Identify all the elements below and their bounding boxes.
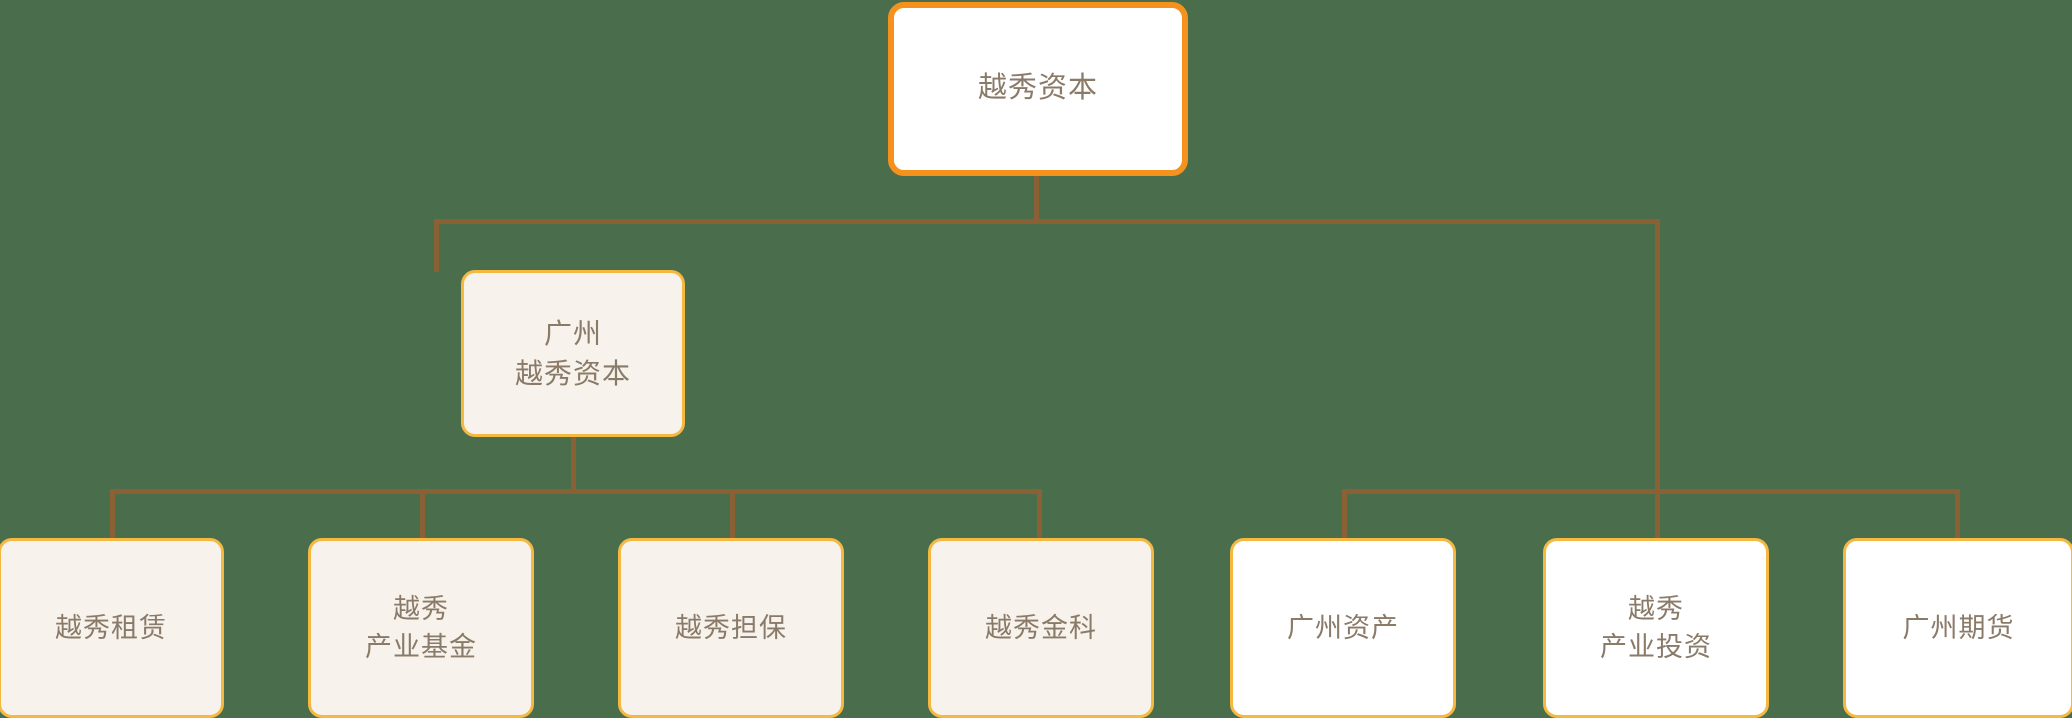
node-yuexiu-industrial-investment[interactable]: 越秀 产业投资	[1543, 538, 1769, 718]
connector-gz-yuexiu-stem	[571, 437, 576, 492]
connector-drop-yuexiu-zulin	[110, 489, 115, 538]
connector-drop-guangzhou-qihuo	[1955, 489, 1960, 538]
connector-right-group-bus	[1342, 489, 1960, 494]
connector-drop-guangzhou-zichan	[1342, 489, 1347, 538]
node-guangzhou-assets[interactable]: 广州资产	[1230, 538, 1456, 718]
node-yuexiu-industrial-fund[interactable]: 越秀 产业基金	[308, 538, 534, 718]
connector-drop-yuexiu-chanyejijin	[420, 489, 425, 538]
connector-drop-yuexiu-jinke	[1037, 489, 1042, 538]
connector-root-stem	[1034, 176, 1039, 224]
node-yuexiu-guarantee[interactable]: 越秀担保	[618, 538, 844, 718]
connector-drop-yuexiu-danbao	[730, 489, 735, 538]
node-guangzhou-futures[interactable]: 广州期货	[1843, 538, 2072, 718]
node-guangzhou-yuexiu-capital[interactable]: 广州 越秀资本	[461, 270, 685, 437]
connector-right-branch-drop	[1655, 219, 1660, 492]
node-yuexiu-leasing[interactable]: 越秀租赁	[0, 538, 224, 718]
node-yuexiu-fintech[interactable]: 越秀金科	[928, 538, 1154, 718]
connector-root-bus	[434, 219, 1660, 224]
connector-left-group-bus	[110, 489, 1042, 494]
node-yuexiu-capital-root[interactable]: 越秀资本	[888, 2, 1188, 176]
connector-drop-yuexiu-chanyetouzi	[1655, 489, 1660, 538]
connector-to-gz-yuexiu	[434, 219, 439, 272]
